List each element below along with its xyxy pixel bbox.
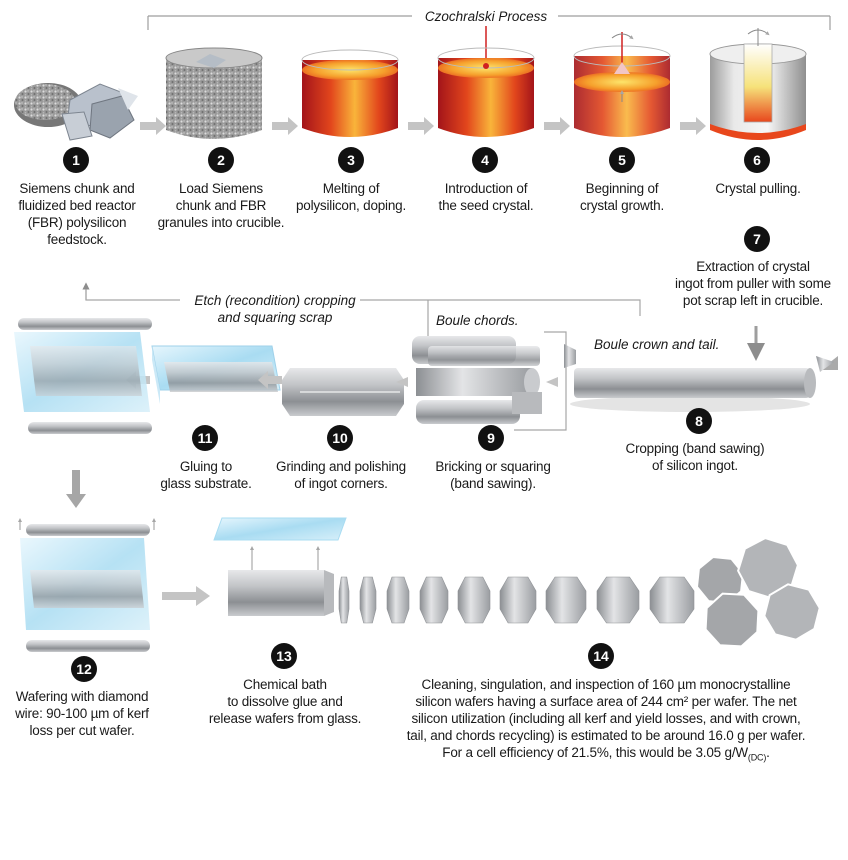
chemical-bath-image <box>213 517 347 616</box>
step-9-caption: Bricking or squaring(band sawing). <box>435 459 551 491</box>
wafer-edge-3 <box>386 576 410 624</box>
seed-crystal-crucible-image <box>437 47 535 137</box>
czochralski-title: Czochralski Process <box>424 9 548 24</box>
arrow-5-6 <box>680 117 706 135</box>
wafer-edge-2 <box>359 576 377 624</box>
czochralski-bracket <box>147 15 831 66</box>
step-badge-9: 9 <box>478 425 504 451</box>
boule-chords-label: Boule chords. <box>436 313 519 328</box>
crystal-growth-crucible-image <box>573 32 671 137</box>
step-badge-1: 1 <box>63 147 89 173</box>
step-8-caption: Cropping (band sawing)of silicon ingot. <box>625 441 765 473</box>
boule-crown-tail-label: Boule crown and tail. <box>594 337 720 352</box>
step-badge-13: 13 <box>271 643 297 669</box>
etch-scrap-label: Etch (recondition) cropping and squaring… <box>194 293 356 325</box>
step-badge-14: 14 <box>588 643 614 669</box>
polysilicon-feedstock-image <box>14 83 138 141</box>
melting-crucible-image <box>301 49 399 137</box>
step-badge-6: 6 <box>744 147 770 173</box>
wafer-edge-9 <box>649 576 695 624</box>
step-14-caption: Cleaning, singulation, and inspection of… <box>406 677 806 763</box>
arrow-down-12 <box>66 470 86 508</box>
arrow-2-3 <box>272 117 298 135</box>
step-badge-3: 3 <box>338 147 364 173</box>
wafer-face-3 <box>704 592 760 648</box>
wafer-face-4 <box>763 583 821 641</box>
wafer-edge-4 <box>419 576 449 624</box>
glued-ingot-glass-image <box>151 345 281 404</box>
step-badge-12: 12 <box>71 656 97 682</box>
wafer-edge-6 <box>499 576 537 624</box>
scrap-recycle-line <box>82 282 641 431</box>
arrow-8-9 <box>546 377 558 387</box>
step-badge-5: 5 <box>609 147 635 173</box>
bricking-pieces-image <box>412 336 542 424</box>
wafering-image <box>18 518 156 652</box>
step-badge-2: 2 <box>208 147 234 173</box>
crucible-granules-image <box>165 47 263 139</box>
arrow-9-10 <box>396 377 408 387</box>
arrow-12-13 <box>162 586 210 606</box>
wafer-edge-1 <box>338 576 350 624</box>
row1-arrows <box>140 117 706 135</box>
step-badge-11: 11 <box>192 425 218 451</box>
arrow-1-2 <box>140 117 166 135</box>
wafer-edge-8 <box>596 576 640 624</box>
step-badge-10: 10 <box>327 425 353 451</box>
step-badge-8: 8 <box>686 408 712 434</box>
arrow-4-5 <box>544 117 570 135</box>
step-badge-4: 4 <box>472 147 498 173</box>
step-badge-7: 7 <box>744 226 770 252</box>
step-6-caption: Crystal pulling. <box>715 181 801 196</box>
arrow-10-11 <box>258 371 282 389</box>
wafer-edge-5 <box>457 576 491 624</box>
crystal-pulling-crucible-image <box>709 28 807 140</box>
wafer-sequence <box>338 537 821 648</box>
arrow-3-4 <box>408 117 434 135</box>
silicon-ingot-image <box>564 326 838 412</box>
wafer-face-2 <box>737 537 799 599</box>
ground-ingot-image <box>282 368 404 416</box>
wafer-edge-7 <box>545 576 587 624</box>
wire-saw-image <box>14 318 152 434</box>
